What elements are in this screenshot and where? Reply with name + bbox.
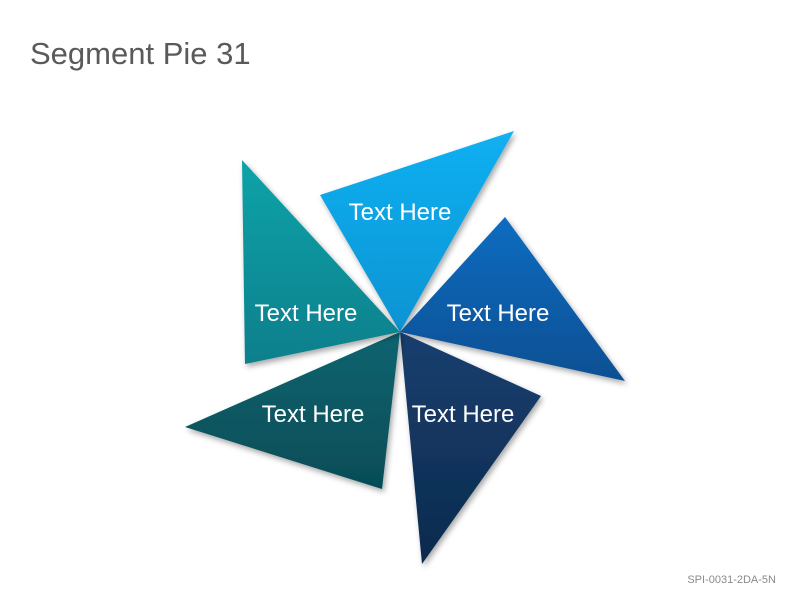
segment-bottom-right[interactable]: Text Here bbox=[400, 332, 541, 564]
segment-right-label: Text Here bbox=[447, 300, 550, 327]
segment-bottom-right-label: Text Here bbox=[412, 401, 515, 428]
segment-top-label: Text Here bbox=[349, 199, 452, 226]
segment-left[interactable]: Text Here bbox=[242, 160, 400, 364]
segment-bottom-right-shape bbox=[400, 332, 541, 564]
segment-right-shape bbox=[400, 217, 625, 381]
segment-left-shape bbox=[242, 160, 400, 364]
segment-bottom-left-label: Text Here bbox=[262, 401, 365, 428]
segment-right[interactable]: Text Here bbox=[400, 217, 625, 381]
segment-left-label: Text Here bbox=[255, 300, 358, 327]
segment-top[interactable]: Text Here bbox=[320, 131, 514, 332]
slide-title: Segment Pie 31 bbox=[30, 36, 251, 71]
segment-top-shape bbox=[320, 131, 514, 332]
slide-code: SPI-0031-2DA-5N bbox=[687, 574, 776, 586]
segment-bottom-left[interactable]: Text Here bbox=[185, 332, 400, 489]
segment-bottom-left-shape bbox=[185, 332, 400, 489]
